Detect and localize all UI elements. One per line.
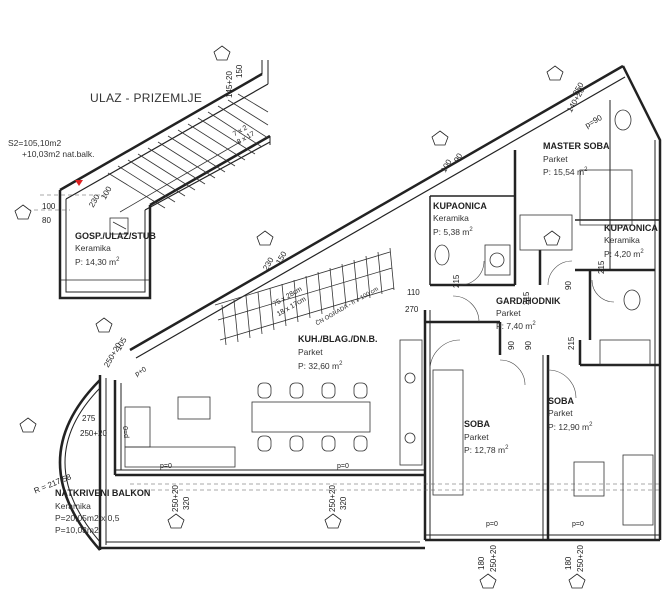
dim-250-20e: 250+20 [489,545,498,572]
room1-name: SOBA [464,419,491,429]
dim-145: 145+20 [225,71,234,98]
kitchen-room-area: P: 32,60 m2 [298,360,343,371]
dim-250-20b: 250+20 [80,429,107,438]
entry-room-material: Keramika [75,243,111,253]
room1-material: Parket [464,432,489,442]
level-marker: p=0 [486,521,498,528]
balcony-area-1: P=20,05m2 x 0,5 [55,513,120,523]
entry-arrow-icon [75,180,83,186]
hall-room-material: Parket [496,308,521,318]
dim-100c: 100 [42,202,56,211]
level-marker: p=0 [123,426,130,438]
dim-215b: 215 [522,291,531,305]
hall-room-area: P: 7,40 m2 [496,320,536,331]
room1-area: P: 12,78 m2 [464,444,509,455]
entry-room-name: GOSP./ULAZ/STUB [75,231,156,241]
entry-block-walls [58,72,271,300]
bath1-room-name: KUPAONICA [433,201,487,211]
dim-215c: 215 [597,260,606,274]
dim-150: 150 [235,64,244,78]
main-stair [214,247,395,346]
dim-320: 320 [182,496,191,510]
room2-name: SOBA [548,396,575,406]
master-room-area: P: 15,54 m2 [543,166,588,177]
kitchen-room-material: Parket [298,347,323,357]
balcony-material: Keramika [55,501,91,511]
bath2-room-area: P: 4,20 m2 [604,248,644,259]
drawing-title: ULAZ - PRIZEMLJE [90,91,203,105]
dim-110: 110 [407,288,420,297]
balcony-area-2: P=10,03m2 [55,525,99,535]
dim-275: 275 [82,414,96,423]
balcony-area-note: +10,03m2 nat.balk. [22,149,95,159]
bath1-room-material: Keramika [433,213,469,223]
total-area: S2=105,10m2 [8,138,62,148]
bath1-room-area: P: 5,38 m2 [433,226,473,237]
master-room-material: Parket [543,154,568,164]
dim-90c: 90 [524,341,533,350]
level-marker: p=0 [337,463,349,470]
level-marker: p=0 [160,463,172,470]
dim-90d: 90 [564,281,573,290]
master-room-name: MASTER SOBA [543,141,610,151]
dim-215: 215 [452,274,461,288]
dim-250-20d: 250+20 [328,485,337,512]
dim-320b: 320 [339,496,348,510]
furniture [124,109,654,526]
level-marker: p=0 [572,521,584,528]
dim-250-20f: 250+20 [576,545,585,572]
kitchen-room-name: KUH./BLAG./DN.B. [298,334,378,344]
cut-lines [261,60,271,145]
dim-80: 80 [42,216,51,225]
section-markers [14,45,586,589]
room2-material: Parket [548,408,573,418]
dim-180: 180 [477,556,486,570]
bath2-room-material: Keramika [604,235,640,245]
balcony-name: NATKRIVENI BALKON [55,488,151,498]
bath2-room-name: KUPAONICA [604,223,658,233]
dim-90b: 90 [507,341,516,350]
hall-room-name: GARD/HODNIK [496,296,561,306]
dim-215d: 215 [567,336,576,350]
entry-room-area: P: 14,30 m2 [75,256,120,267]
dim-250-20c: 250+20 [171,485,180,512]
entry-stair [107,93,269,235]
doors [429,260,615,399]
room2-area: P: 12,90 m2 [548,421,593,432]
dim-180b: 180 [564,556,573,570]
dim-270: 270 [405,305,419,314]
